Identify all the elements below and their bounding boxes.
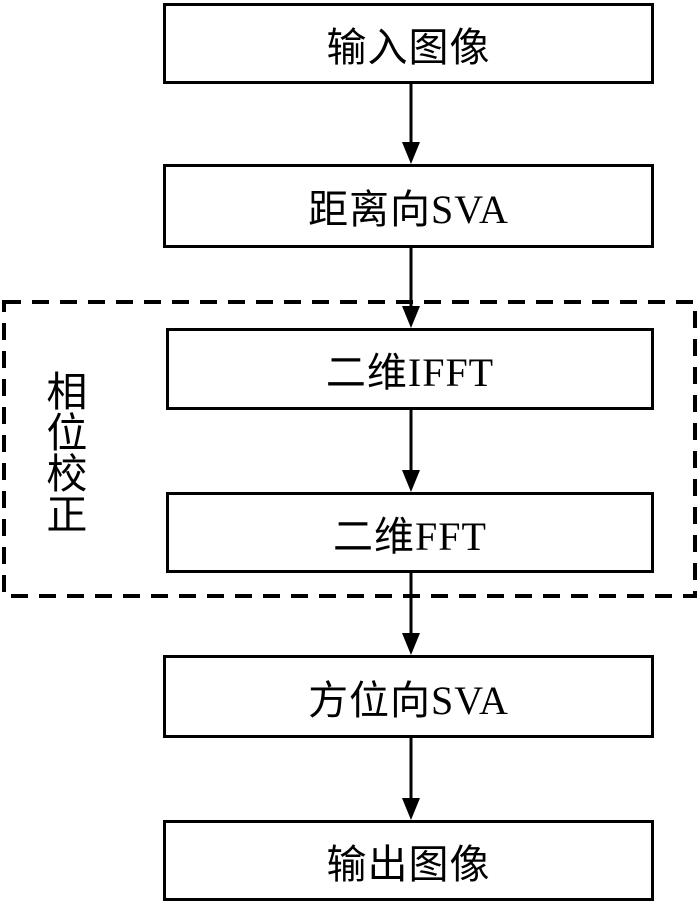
node-2d-fft-label: 二维FFT	[333, 513, 487, 559]
node-azimuth-sva-label: 方位向SVA	[308, 677, 509, 723]
node-input-image: 输入图像	[163, 3, 654, 84]
arrow-azimuth-sva-to-output	[402, 738, 420, 820]
node-output-image: 输出图像	[163, 820, 654, 901]
phase-correction-group-label: 相位校正	[39, 370, 86, 534]
node-output-image-label: 输出图像	[326, 841, 491, 887]
arrow-input-to-range-sva	[402, 84, 420, 164]
node-input-image-label: 输入图像	[326, 24, 491, 70]
phase-correction-group-border	[2, 300, 697, 598]
node-azimuth-sva: 方位向SVA	[163, 655, 654, 738]
node-2d-fft: 二维FFT	[166, 492, 654, 573]
arrow-ifft-to-fft	[402, 410, 420, 492]
node-2d-ifft-label: 二维IFFT	[325, 350, 495, 395]
node-range-sva: 距离向SVA	[163, 164, 654, 248]
arrow-fft-to-azimuth-sva	[402, 573, 420, 655]
arrow-range-sva-to-ifft	[402, 248, 420, 328]
node-range-sva-label: 距离向SVA	[308, 187, 509, 232]
node-2d-ifft: 二维IFFT	[166, 328, 654, 410]
